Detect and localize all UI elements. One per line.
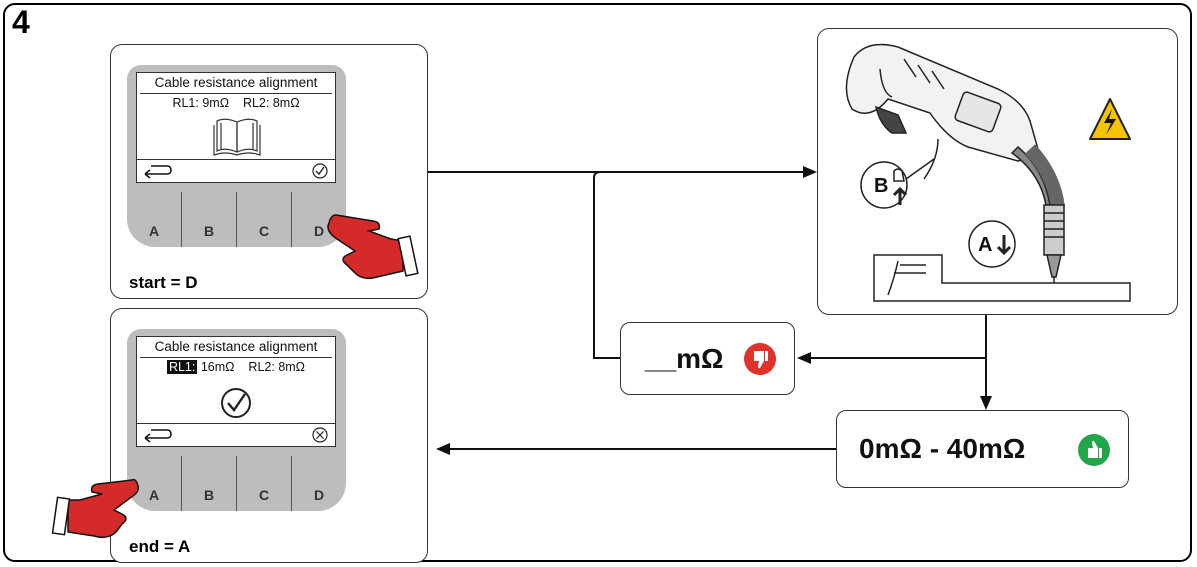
start-caption: start = D (129, 273, 198, 292)
resistance-values: RL1: 16mΩ RL2: 8mΩ (137, 360, 335, 374)
welding-torch-illustration: B A (845, 43, 1131, 302)
rl1-value: 16mΩ (200, 360, 235, 374)
book-icon (213, 118, 261, 156)
confirm-check-icon (312, 163, 328, 179)
control-unit: Cable resistance alignment RL1: 9mΩ RL2:… (127, 65, 346, 247)
key-d[interactable]: D (313, 487, 325, 503)
high-voltage-warning-icon (1089, 98, 1131, 140)
end-panel: Cable resistance alignment RL1: 16mΩ RL2… (110, 308, 428, 563)
marker-b-label: B (874, 175, 888, 197)
fail-result-box: __mΩ (620, 322, 795, 395)
success-check-icon (221, 388, 251, 418)
pointing-hand-icon (327, 214, 419, 280)
step-number: 4 (12, 4, 30, 40)
thumbs-up-icon (1078, 434, 1110, 466)
rl1-value: 9mΩ (202, 96, 230, 110)
key-b[interactable]: B (182, 192, 237, 247)
screen-title: Cable resistance alignment (154, 339, 318, 354)
end-caption: end = A (129, 537, 191, 556)
display-screen: Cable resistance alignment RL1: 9mΩ RL2:… (136, 72, 336, 183)
function-keys: A B C D (127, 456, 346, 511)
back-arrow-icon (144, 429, 172, 443)
rl2-label: RL2: (248, 360, 275, 374)
thumbs-down-icon (744, 343, 776, 375)
diagram-frame (3, 3, 1192, 562)
rl2-label: RL2: (242, 96, 270, 110)
key-c[interactable]: C (237, 192, 292, 247)
cancel-icon (312, 427, 328, 443)
function-keys: A B C D (127, 192, 346, 247)
rl1-label: RL1: (172, 96, 199, 110)
pass-result-text: 0mΩ - 40mΩ (859, 433, 1026, 464)
rl1-label: RL1: (166, 360, 198, 374)
key-b[interactable]: B (182, 456, 237, 511)
back-arrow-icon (144, 165, 172, 179)
torch-panel: B A (817, 28, 1178, 315)
key-a[interactable]: A (127, 192, 182, 247)
marker-a-label: A (978, 234, 992, 256)
key-c[interactable]: C (237, 456, 292, 511)
rl2-value: 8mΩ (272, 96, 300, 110)
pass-result-box: 0mΩ - 40mΩ (836, 410, 1129, 488)
key-a[interactable]: A (127, 456, 182, 511)
start-panel: Cable resistance alignment RL1: 9mΩ RL2:… (110, 44, 428, 299)
control-unit: Cable resistance alignment RL1: 16mΩ RL2… (127, 329, 346, 511)
resistance-values: RL1: 9mΩ RL2: 8mΩ (137, 96, 335, 110)
rl2-value: 8mΩ (278, 360, 306, 374)
key-d[interactable]: D (313, 223, 325, 239)
fail-result-text: __mΩ (645, 342, 724, 374)
display-screen: Cable resistance alignment RL1: 16mΩ RL2… (136, 336, 336, 447)
screen-title: Cable resistance alignment (154, 75, 318, 90)
